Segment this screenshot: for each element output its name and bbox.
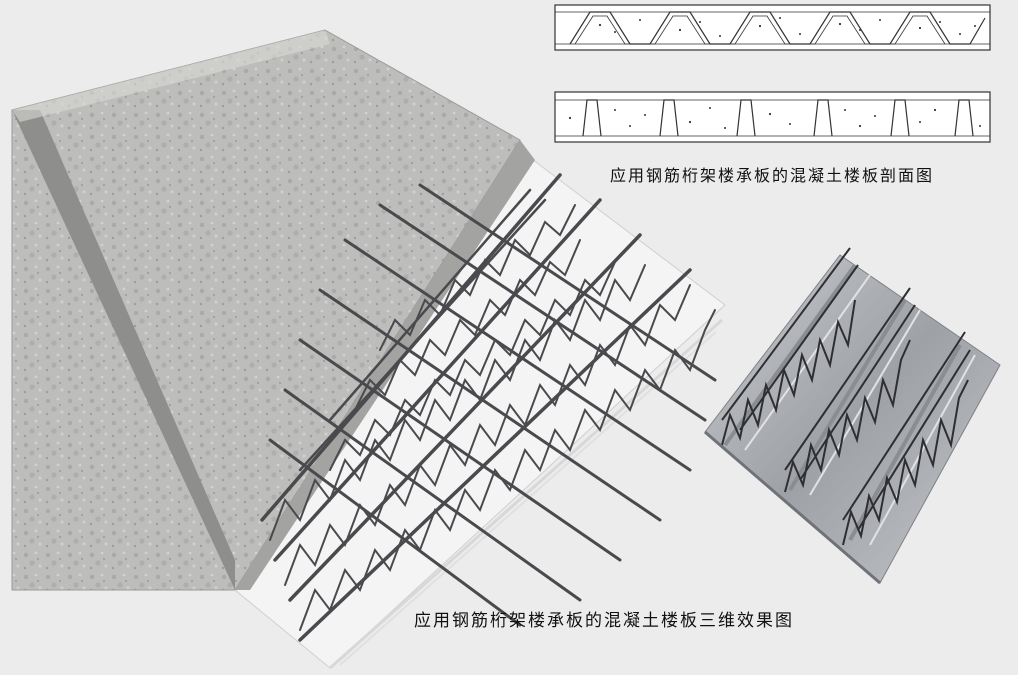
section-drawing-2 — [554, 91, 991, 143]
slab-3d-illustration — [11, 29, 726, 670]
concrete-slab-edge — [12, 110, 235, 590]
rebar-truss-grid — [260, 173, 717, 642]
truss-deck-photo — [704, 247, 1001, 585]
section-view-caption: 应用钢筋桁架楼承板的混凝土楼板剖面图 — [610, 166, 935, 185]
section-drawing-1 — [554, 4, 991, 51]
concrete-cut-face — [235, 140, 535, 590]
three-d-view-caption: 应用钢筋桁架楼承板的混凝土楼板三维效果图 — [414, 611, 794, 631]
